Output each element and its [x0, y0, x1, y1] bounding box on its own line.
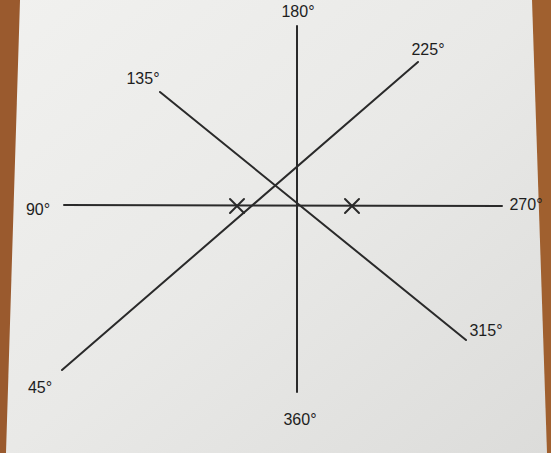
- paper-sheet: [6, 0, 547, 453]
- angle-label: 225°: [411, 42, 444, 58]
- angle-lines: [62, 26, 502, 392]
- cross-mark: [230, 199, 244, 213]
- cross-mark: [345, 199, 359, 213]
- cross-mark: [345, 199, 359, 213]
- angle-label: 45°: [28, 380, 52, 396]
- horizontal-line: [64, 205, 502, 206]
- angle-label: 360°: [283, 412, 316, 428]
- angle-label: 180°: [281, 4, 314, 20]
- angle-label: 315°: [469, 323, 502, 339]
- angle-label: 135°: [126, 71, 159, 87]
- diagonal-line: [62, 62, 418, 370]
- cross-mark: [230, 199, 244, 213]
- angle-label: 270°: [509, 197, 542, 213]
- angle-label: 90°: [26, 202, 50, 218]
- vertical-line: [296, 26, 298, 392]
- diagonal-line: [160, 92, 466, 340]
